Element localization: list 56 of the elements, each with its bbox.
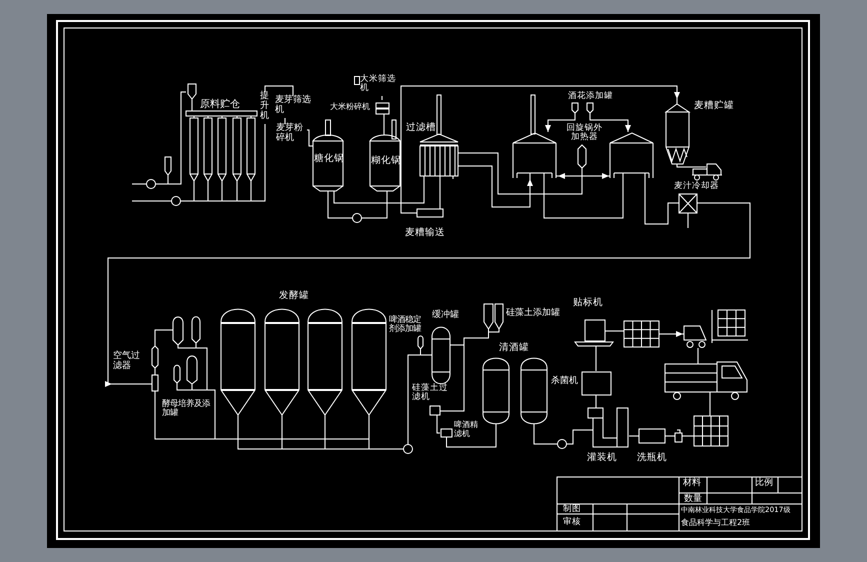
equipment-label: 原料贮仓: [200, 99, 240, 110]
equipment-label: 硅藻土添加罐: [506, 309, 560, 319]
equipment-label: 啤酒精滤机: [454, 421, 479, 439]
pipe-line: [644, 178, 674, 224]
title-block-text: 审核: [563, 518, 581, 528]
equipment-label: 缓冲罐: [432, 311, 459, 321]
pipe-line: [446, 426, 496, 448]
pipe-line: [614, 330, 624, 332]
equipment-label: 麦汁冷却器: [674, 182, 719, 192]
equipment-label: 清酒罐: [499, 343, 529, 354]
equipment-label: 麦糟贮罐: [694, 101, 734, 112]
title-block-text: 材料: [683, 479, 701, 489]
pipe-line: [328, 196, 388, 218]
pipe-line: [132, 200, 186, 202]
pipe-line: [420, 350, 432, 356]
title-block-text: 食品科学与工程2班: [681, 518, 750, 528]
equipment-label: 回旋锅外加热器: [566, 124, 604, 143]
pipe-line: [284, 118, 286, 124]
pipe-line: [258, 124, 266, 202]
equipment-label: 贴标机: [573, 298, 603, 308]
flow-arrow: [460, 166, 533, 208]
equipment-label: 啤酒稳定剂添加罐: [389, 315, 422, 334]
equipment-label: 大米粉碎机: [330, 102, 370, 112]
equipment-label: 洗瓶机: [637, 453, 667, 464]
pipe-line: [154, 330, 162, 346]
equipment-label: 杀菌机: [551, 377, 578, 387]
pipe-line: [212, 390, 238, 440]
equipment-label: 麦芽粉碎机: [276, 124, 304, 144]
pipe-line: [436, 418, 440, 434]
equipment-label: 空气过滤器: [113, 352, 141, 372]
equipment-label: 灌装机: [587, 453, 617, 464]
pipe-line: [544, 178, 624, 218]
pipe-line: [452, 334, 489, 412]
equipment-label: 麦芽筛选机: [275, 96, 312, 116]
equipment-label: 硅藻土过滤机: [412, 384, 449, 403]
flow-arrow: [105, 202, 750, 387]
pipe-line: [534, 426, 586, 444]
title-block-text: 数量: [684, 494, 702, 504]
equipment-label: 发酵罐: [279, 291, 309, 302]
flow-arrow: [590, 116, 631, 132]
pipe-line: [306, 130, 312, 146]
title-block-text: 比例: [755, 479, 773, 489]
flow-arrow: [658, 331, 684, 337]
pipe-line: [132, 92, 186, 184]
pipe-line: [264, 86, 294, 96]
equipment-label: 酒花添加罐: [568, 92, 613, 102]
title-block-text: 制图: [563, 505, 581, 514]
equipment-label: 过滤槽: [406, 123, 436, 134]
pipe-line: [460, 152, 582, 194]
equipment-label: 提升机: [260, 92, 270, 122]
flow-arrow: [545, 116, 576, 132]
equipment-label: 大米筛选机: [360, 75, 397, 94]
equipment-label: 麦糟输送: [405, 228, 445, 238]
equipment-label: 酵母培养及添加罐: [162, 399, 210, 418]
flow-arrow: [558, 173, 610, 179]
pipe-line: [334, 178, 424, 204]
